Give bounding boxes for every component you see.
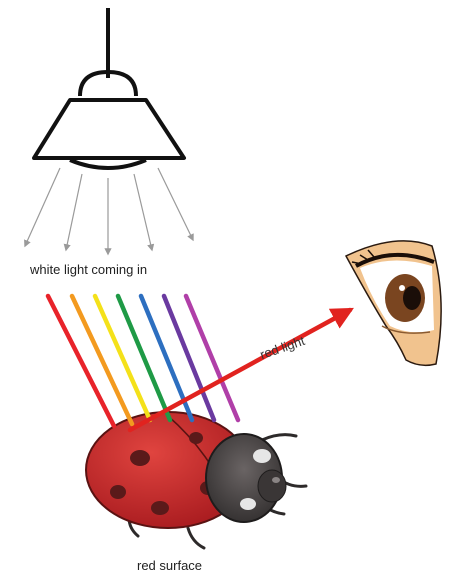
incoming-ray	[25, 168, 60, 246]
lamp-icon	[34, 8, 184, 168]
ray-violet	[186, 296, 238, 420]
ladybug-icon	[86, 412, 306, 548]
incoming-ray	[134, 174, 152, 250]
reflected-red-ray	[130, 310, 350, 430]
ray-indigo	[164, 296, 214, 420]
incoming-light-label: white light coming in	[30, 262, 147, 277]
surface-label: red surface	[137, 558, 202, 573]
incoming-ray	[158, 168, 193, 240]
incoming-light-rays	[25, 168, 193, 254]
incoming-ray	[66, 174, 82, 250]
rainbow-rays	[48, 296, 238, 426]
eye-icon	[346, 241, 441, 365]
